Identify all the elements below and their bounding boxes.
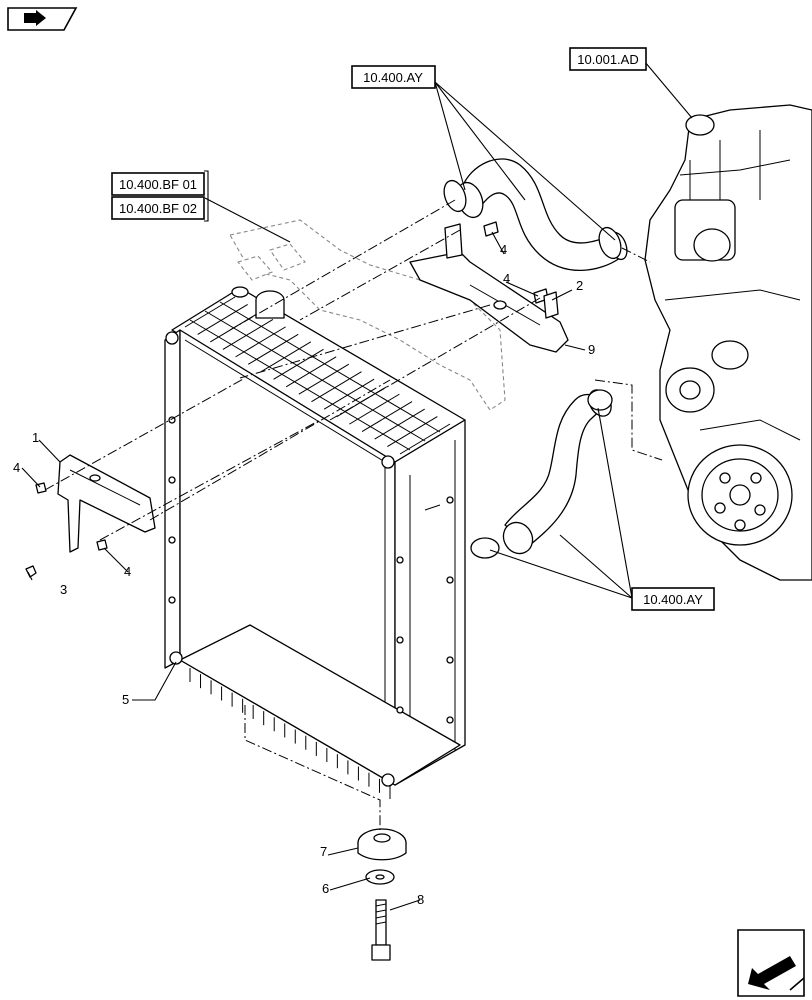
book-arrow-icon[interactable] (7, 7, 78, 31)
radiator-fin (387, 416, 438, 447)
bottom-bolt (371, 899, 391, 961)
callout-4-mid[interactable]: 4 (503, 271, 510, 286)
mount-hole (396, 636, 404, 644)
ref-box-bracket-2[interactable]: 10.400.BF 02 (111, 196, 205, 220)
leader-lines (21, 61, 693, 911)
engine-assembly (644, 104, 812, 581)
washer (365, 869, 395, 885)
mount-hole (446, 656, 454, 664)
callout-6[interactable]: 6 (322, 881, 329, 896)
mount-hole (446, 496, 454, 504)
mount-hole (168, 476, 176, 484)
ref-hoses-top-label: 10.400.AY (363, 70, 423, 85)
radiator-fin (361, 401, 413, 433)
rubber-mount (357, 828, 407, 861)
mount-hole (446, 576, 454, 584)
radiator-fin (298, 363, 350, 395)
lower-hose (502, 389, 612, 555)
callout-2[interactable]: 2 (576, 278, 583, 293)
ref-engine-label: 10.001.AD (577, 52, 638, 67)
callout-8[interactable]: 8 (417, 892, 424, 907)
mount-hole (396, 556, 404, 564)
upper-bracket (409, 223, 569, 353)
radiator-fin (184, 296, 236, 328)
callout-9[interactable]: 9 (588, 342, 595, 357)
assembly-lines (44, 199, 663, 830)
radiator-fin (260, 341, 312, 373)
radiator-fin (285, 356, 337, 388)
mount-hole (168, 596, 176, 604)
hose-clamps (443, 179, 622, 559)
ref-bracket-2-label: 10.400.BF 02 (119, 201, 197, 216)
ref-box-hoses-top[interactable]: 10.400.AY (351, 65, 436, 89)
radiator-fin (374, 408, 425, 440)
callout-3[interactable]: 3 (60, 582, 67, 597)
mount-hole (168, 536, 176, 544)
ref-bracket-brace (204, 170, 209, 222)
radiator-fin (323, 378, 375, 410)
radiator-fin (197, 304, 248, 335)
callout-1[interactable]: 1 (32, 430, 39, 445)
radiator (164, 286, 466, 799)
callout-5[interactable]: 5 (122, 692, 129, 707)
ref-bracket-1-label: 10.400.BF 01 (119, 177, 197, 192)
callout-4-bottom[interactable]: 4 (124, 564, 131, 579)
page-arrow-icon[interactable] (737, 929, 805, 997)
ref-box-hoses-bottom[interactable]: 10.400.AY (631, 587, 715, 611)
callout-4-left[interactable]: 4 (13, 460, 20, 475)
mount-hole (446, 716, 454, 724)
callout-4-top[interactable]: 4 (500, 242, 507, 257)
radiator-fin (311, 371, 362, 403)
left-bracket (57, 454, 156, 553)
radiator-fin (247, 333, 299, 365)
radiator-fin (349, 393, 400, 425)
ref-hoses-bottom-label: 10.400.AY (643, 592, 703, 607)
callout-7[interactable]: 7 (320, 844, 327, 859)
radiator-fin (273, 348, 324, 380)
radiator-fin (399, 423, 451, 455)
ref-box-bracket-1[interactable]: 10.400.BF 01 (111, 172, 205, 196)
ghost-exhaust-parts (229, 219, 506, 411)
mount-hole (396, 706, 404, 714)
radiator-fin (235, 326, 286, 358)
ref-box-engine[interactable]: 10.001.AD (569, 47, 647, 71)
radiator-fin (222, 318, 274, 350)
